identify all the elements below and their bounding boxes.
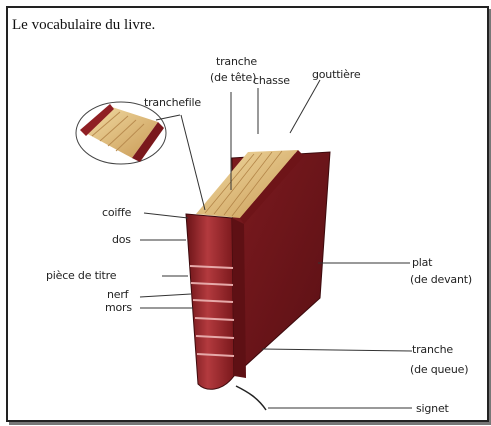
- label-plat-line2: (de devant): [410, 273, 472, 286]
- label-plat-line1: plat: [412, 256, 432, 269]
- book: [186, 150, 330, 410]
- label-mors: mors: [105, 301, 132, 314]
- label-tranche-tete-line2: (de tête): [210, 71, 256, 84]
- page-title: Le vocabulaire du livre.: [12, 17, 155, 34]
- label-dos: dos: [112, 233, 131, 246]
- tranchefile-detail: [76, 102, 166, 164]
- label-tranche-tete-line1: tranche: [216, 55, 257, 68]
- label-tranchefile: tranchefile: [144, 96, 201, 109]
- label-coiffe: coiffe: [102, 206, 131, 219]
- label-gouttiere: gouttière: [312, 68, 360, 81]
- label-nerf: nerf: [107, 288, 128, 301]
- label-tranche-queue-line2: (de queue): [410, 363, 468, 376]
- label-tranche-queue-line1: tranche: [412, 343, 453, 356]
- label-piece-de-titre: pièce de titre: [46, 269, 116, 282]
- label-chasse: chasse: [253, 74, 290, 87]
- label-signet: signet: [416, 402, 449, 415]
